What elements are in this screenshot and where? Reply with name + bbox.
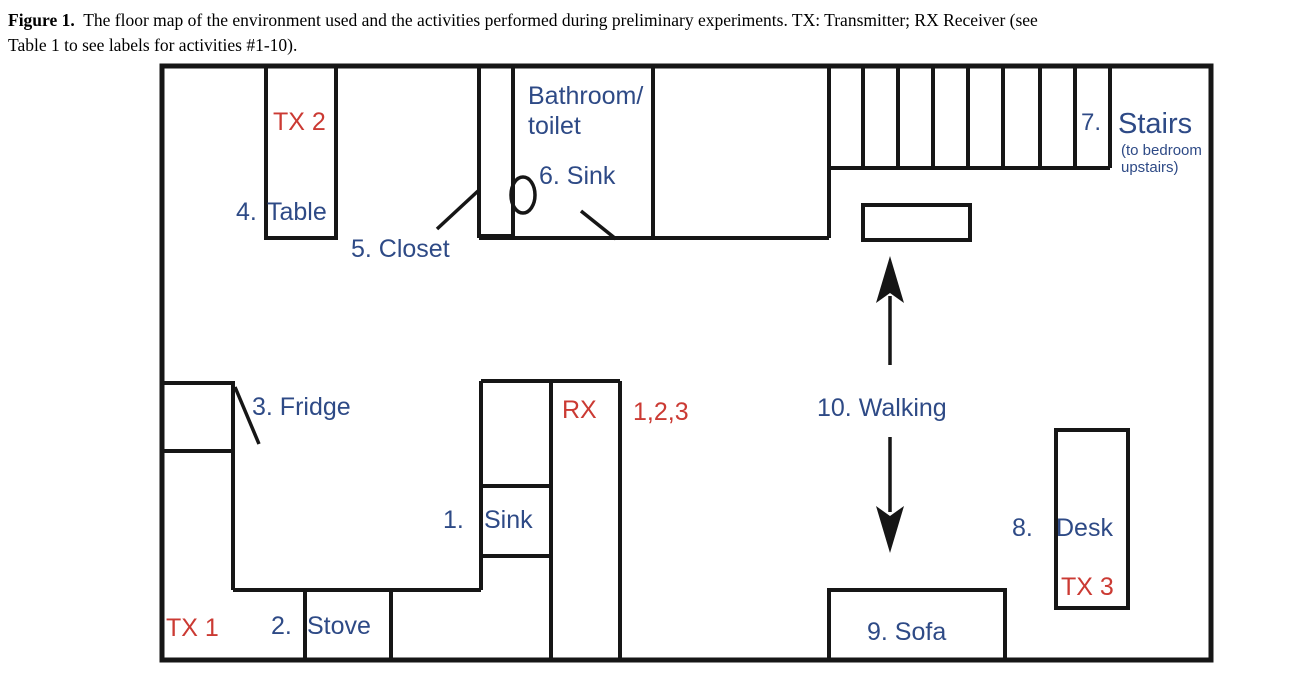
sofa-rect [827,588,1007,662]
figure-caption: Figure 1. The floor map of the environme… [8,8,1302,58]
label-rx: RX [562,396,597,424]
label-desk-num: 8. [1012,514,1033,542]
label-sink-kitchen: Sink [484,506,533,534]
cabinet-rect [861,203,972,242]
label-walking: 10. Walking [817,394,947,422]
label-stove-num: 2. [271,612,292,640]
table-rect [264,64,338,240]
label-stairs-note-1: (to bedroom [1121,142,1202,159]
label-sink-bathroom: 6. Sink [539,162,616,190]
label-stove: Stove [307,612,371,640]
caption-line1: The floor map of the environment used an… [74,10,1038,30]
label-fridge: 3. Fridge [252,393,351,421]
walking-up-arrow-icon [876,256,904,365]
label-tx3: TX 3 [1061,573,1114,601]
figure-label: Figure 1. [8,10,75,30]
label-stairs-note-2: upstairs) [1121,159,1179,176]
label-tx2: TX 2 [273,108,326,136]
up-arrow-head [876,256,904,303]
outer-wall [159,63,1214,663]
label-sofa: 9. Sofa [867,618,946,646]
fridge-rect [160,381,235,453]
desk-rect [1054,428,1130,610]
stairs-steps [829,66,1112,170]
label-tx1: TX 1 [166,614,219,642]
closet-pointer-line [435,189,480,231]
label-bathroom-1: Bathroom/ [528,82,643,110]
bathroom-sink-icon [509,175,537,215]
down-arrow-head [876,506,904,553]
walking-down-arrow-icon [876,437,904,553]
label-stairs-num: 7. [1081,109,1101,136]
label-table-num: 4. [236,198,257,226]
caption-line2: Table 1 to see labels for activities #1-… [8,35,298,55]
label-closet: 5. Closet [351,235,450,263]
label-desk: Desk [1056,514,1113,542]
bathroom-door-line [579,209,618,241]
fridge-door-line [233,386,261,445]
label-sink-kitchen-num: 1. [443,506,464,534]
label-stairs: Stairs [1118,108,1192,140]
label-bathroom-2: toilet [528,112,581,140]
label-rx-activities: 1,2,3 [633,398,689,426]
label-table: Table [267,198,327,226]
closet-rect [477,64,515,238]
